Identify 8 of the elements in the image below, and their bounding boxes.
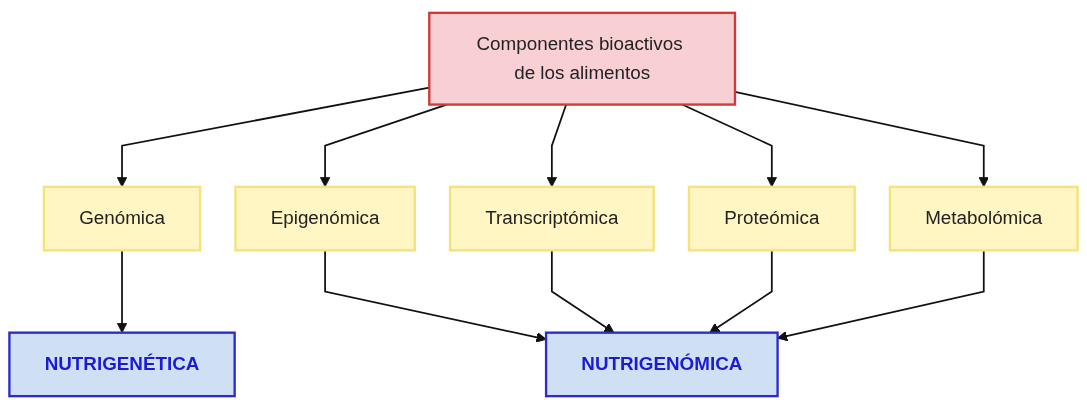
- node-box: Epigenómica: [234, 185, 416, 252]
- node-box: Transcriptómica: [448, 185, 655, 252]
- node-box: Genómica: [42, 185, 202, 252]
- node-box: NUTRIGENÓMICA: [544, 331, 779, 398]
- node-box: Componentes bioactivos de los alimentos: [428, 11, 737, 106]
- node-box: Proteómica: [687, 185, 856, 252]
- node-box: NUTRIGENÉTICA: [8, 331, 236, 398]
- node-box: Metabolómica: [888, 185, 1079, 252]
